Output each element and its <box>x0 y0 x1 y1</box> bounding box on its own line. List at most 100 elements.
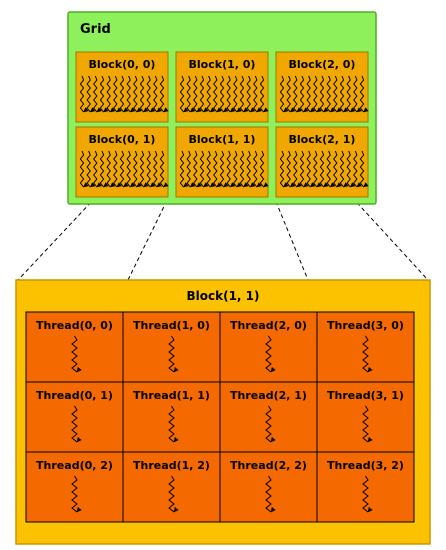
block-thread-squiggle <box>213 75 222 113</box>
block-label: Block(1, 0) <box>189 58 256 71</box>
block-thread-squiggle <box>279 75 289 113</box>
thread-squiggle <box>265 405 276 443</box>
block-label: Block(0, 1) <box>89 133 156 146</box>
block-thread-squiggle <box>353 150 362 188</box>
block-thread-squiggle <box>159 75 169 113</box>
block-thread-squiggle <box>153 150 162 188</box>
block-thread-squiggle <box>333 75 342 113</box>
thread-label: Thread(3, 1) <box>327 389 404 402</box>
block-thread-squiggle <box>306 150 316 188</box>
block-label: Block(2, 0) <box>289 58 356 71</box>
block-thread-squiggle <box>186 75 196 113</box>
block-thread-squiggle <box>139 150 149 188</box>
block-thread-squiggle <box>159 150 169 188</box>
block-thread-squiggle <box>333 150 342 188</box>
block-thread-squiggle <box>126 75 136 113</box>
block-thread-squiggle <box>186 150 196 188</box>
grid-block: Block(1, 1) <box>175 126 269 198</box>
block-thread-squiggle <box>133 150 142 188</box>
block-thread-squiggle <box>246 150 256 188</box>
thread-squiggle <box>362 475 373 513</box>
thread-label: Thread(0, 2) <box>36 459 113 472</box>
thread-cell: Thread(0, 2) <box>25 451 124 523</box>
thread-squiggle <box>71 335 82 373</box>
block-thread-squiggle <box>286 150 296 188</box>
block-thread-squiggle <box>79 75 89 113</box>
thread-label: Thread(1, 1) <box>133 389 210 402</box>
block-thread-squiggle <box>193 150 202 188</box>
block-thread-squiggle <box>246 75 256 113</box>
block-thread-squiggle <box>119 75 129 113</box>
block-thread-squiggle <box>286 75 296 113</box>
block-thread-squiggle <box>106 75 116 113</box>
thread-squiggle <box>362 335 373 373</box>
block-thread-squiggle <box>179 75 189 113</box>
grid-block: Block(1, 0) <box>175 51 269 123</box>
thread-squiggle <box>265 475 276 513</box>
thread-cell: Thread(0, 0) <box>25 311 124 383</box>
block-thread-squiggle <box>146 150 156 188</box>
block-thread-squiggle <box>93 150 102 188</box>
block-thread-squiggle <box>226 75 236 113</box>
block-thread-squiggle <box>219 150 229 188</box>
block-thread-squiggle <box>346 75 356 113</box>
block-thread-squiggle <box>213 150 222 188</box>
thread-cell: Thread(2, 2) <box>219 451 318 523</box>
thread-cell: Thread(1, 2) <box>122 451 221 523</box>
block-thread-squiggle <box>359 150 369 188</box>
thread-cell: Thread(1, 0) <box>122 311 221 383</box>
block-label: Block(1, 1) <box>189 133 256 146</box>
block-label: Block(0, 0) <box>89 58 156 71</box>
thread-squiggle <box>265 335 276 373</box>
block-thread-squiggle <box>206 150 216 188</box>
block-thread-squiggle <box>226 150 236 188</box>
thread-cell: Thread(2, 1) <box>219 381 318 453</box>
thread-cell: Thread(1, 1) <box>122 381 221 453</box>
thread-label: Thread(3, 2) <box>327 459 404 472</box>
grid-blocks: Block(0, 0) Block(1, 0) Block(2, 0) Block(0… <box>75 51 369 198</box>
thread-squiggle <box>71 405 82 443</box>
block-thread-squiggle <box>133 75 142 113</box>
block-thread-squiggle <box>233 150 242 188</box>
block-thread-squiggle <box>326 150 336 188</box>
block-thread-squiggle <box>153 75 162 113</box>
thread-cell: Thread(3, 2) <box>316 451 415 523</box>
block-thread-squiggle <box>293 150 302 188</box>
thread-label: Thread(2, 1) <box>230 389 307 402</box>
block-thread-squiggle <box>113 75 122 113</box>
block-thread-squiggle <box>353 75 362 113</box>
block-thread-squiggle <box>119 150 129 188</box>
block-thread-squiggle <box>99 150 109 188</box>
block-detail-title: Block(1, 1) <box>186 289 259 303</box>
block-thread-squiggle <box>93 75 102 113</box>
thread-squiggle <box>168 475 179 513</box>
block-thread-squiggle <box>299 150 309 188</box>
thread-label: Thread(0, 1) <box>36 389 113 402</box>
block-thread-squiggle <box>106 150 116 188</box>
block-thread-squiggle <box>199 75 209 113</box>
block-thread-squiggle <box>179 150 189 188</box>
thread-label: Thread(1, 0) <box>133 319 210 332</box>
thread-squiggle <box>168 405 179 443</box>
block-thread-squiggle <box>86 150 96 188</box>
thread-label: Thread(2, 2) <box>230 459 307 472</box>
block-thread-squiggle <box>126 150 136 188</box>
block-thread-squiggle <box>86 75 96 113</box>
thread-cell: Thread(0, 1) <box>25 381 124 453</box>
thread-label: Thread(2, 0) <box>230 319 307 332</box>
thread-cell: Thread(3, 1) <box>316 381 415 453</box>
block-thread-squiggle <box>346 150 356 188</box>
block-thread-squiggle <box>99 75 109 113</box>
grid-title: Grid <box>80 22 111 37</box>
block-thread-squiggle <box>279 150 289 188</box>
grid-block: Block(2, 0) <box>275 51 369 123</box>
block-thread-squiggle <box>313 75 322 113</box>
block-thread-squiggle <box>253 75 262 113</box>
block-thread-squiggle <box>139 75 149 113</box>
block-thread-squiggle <box>206 75 216 113</box>
thread-squiggle <box>71 475 82 513</box>
thread-squiggle <box>168 335 179 373</box>
block-thread-squiggle <box>239 150 249 188</box>
block-thread-squiggle <box>313 150 322 188</box>
